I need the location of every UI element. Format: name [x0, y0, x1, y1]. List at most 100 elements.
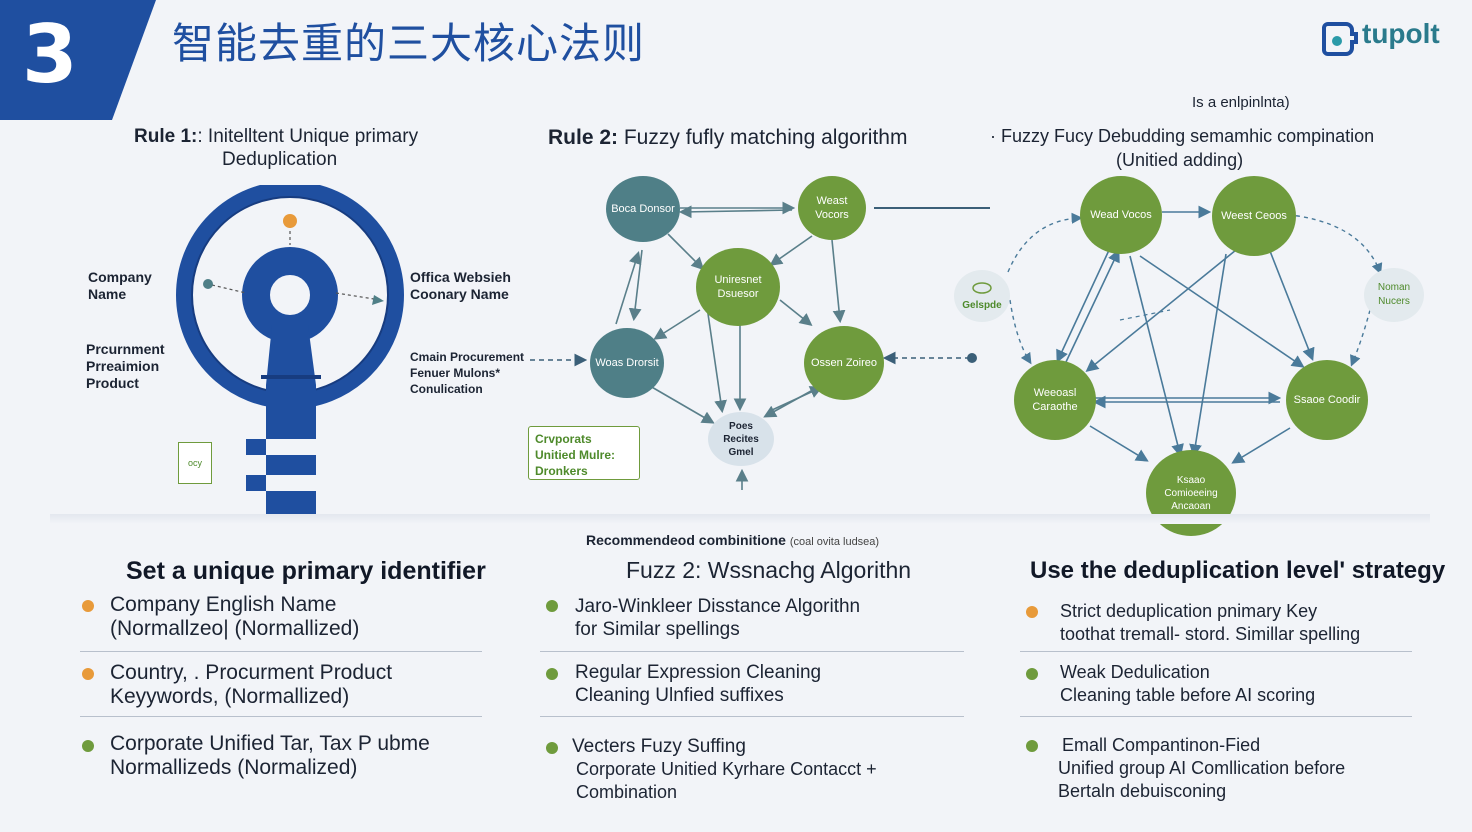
- recommended-label-text: Recommendeod combinitione: [586, 532, 786, 548]
- left-item-3-line1: Corporate Unified Tar, Tax P ubme: [110, 732, 430, 755]
- left-item-3-line2: Normallizeds (Normalized): [110, 756, 358, 779]
- bullet-green: [1026, 668, 1038, 680]
- divider-band: [50, 514, 1430, 524]
- rule3-subtext: (Unitied adding): [1116, 150, 1244, 170]
- network3-side-right: Noman Nucers: [1364, 268, 1424, 322]
- middle-item-2-line2: Cleaning Ulnfied suffixes: [575, 685, 784, 706]
- section-left-title: Set a unique primary identifier: [126, 557, 486, 585]
- network2-node-5: Ossen Zoireo: [804, 326, 884, 400]
- label-company-name-line1: Company: [88, 269, 152, 285]
- section-right-title: Use the deduplication level' strategy: [1030, 557, 1446, 584]
- network3-node-2: Weest Ceoos: [1212, 176, 1296, 256]
- right-item-3-line3: Bertaln debuisconing: [1058, 781, 1227, 801]
- middle-item-2-line1: Regular Expression Cleaning: [575, 662, 822, 683]
- brand-logo: tupolt: [1322, 14, 1452, 58]
- right-item-1-line1: Strict deduplication pnimary Key: [1060, 601, 1318, 621]
- document-icon: ocy: [178, 442, 212, 484]
- note-line3: Dronkers: [535, 464, 588, 478]
- label-email-line3: Conulication: [410, 382, 483, 396]
- label-official-website-line1: Offica Websieh: [410, 269, 511, 285]
- right-item-1-line2: toothat tremall- stord. Simillar spellin…: [1060, 624, 1361, 644]
- rule2-heading: Rule 2: Fuzzy fufly matching algorithm: [548, 126, 907, 150]
- rule2-text: Fuzzy fufly matching algorithm: [623, 126, 908, 149]
- label-official-website-line2: Coonary Name: [410, 286, 509, 302]
- divider: [540, 651, 964, 652]
- network2-node-3: Uniresnet Dsuesor: [696, 248, 780, 326]
- note-line1: Crvporats: [535, 432, 592, 446]
- document-icon-label: ocy: [187, 458, 202, 468]
- network3-side-right-line2: Nucers: [1378, 296, 1410, 307]
- right-item-3-line2: Unified group AI Comllication before: [1058, 758, 1346, 778]
- key-illustration: [176, 185, 404, 515]
- recommended-label-small: (coal ovita ludsea): [789, 536, 880, 548]
- rule3-heading: · Fuzzy Fucy Debudding semamhic compinat…: [990, 126, 1375, 146]
- left-item-1-line2: (Normallzeo| (Normallized): [110, 617, 360, 640]
- recommended-label: Recommendeod combinitione (coal ovita lu…: [586, 532, 879, 548]
- divider: [1020, 716, 1412, 717]
- network3-side-left-label: Gelspde: [962, 299, 1002, 311]
- middle-item-1: Jaro-Winkleer Disstance Algorithn for Si…: [575, 595, 860, 641]
- label-email-line1: Cmain Procurement: [410, 350, 525, 364]
- logo-icon: [1322, 22, 1358, 56]
- divider: [1020, 651, 1412, 652]
- right-item-3: Emall Compantinon-Fied Unified group AI …: [1058, 734, 1345, 803]
- middle-item-3: Vecters Fuzy Suffing Corporate Unitied K…: [572, 735, 877, 804]
- right-item-3-line1: Emall Compantinon-Fied: [1062, 735, 1261, 755]
- network3-node-4: Ssaoe Coodir: [1286, 360, 1368, 440]
- logo-text: tupolt: [1362, 18, 1440, 49]
- middle-item-2: Regular Expression Cleaning Cleaning Uln…: [575, 661, 821, 707]
- network2-edges: [530, 201, 990, 490]
- label-email-line2: Fenuer Mulons*: [410, 366, 501, 380]
- bullet-green: [1026, 740, 1038, 752]
- bullet-orange: [82, 668, 94, 680]
- top-note: Is a enlpinlnta): [1192, 94, 1290, 111]
- right-item-2-line2: Cleaning table before AI scoring: [1060, 685, 1316, 705]
- left-item-2-line2: Keyywords, (Normallized): [110, 685, 350, 708]
- network3-node-1: Wead Vocos: [1080, 176, 1162, 254]
- left-item-1: Company English Name (Normallzeo| (Norma…: [110, 593, 359, 641]
- bullet-green: [82, 740, 94, 752]
- rule1-heading: Rule 1:: Initelltent Unique primary: [134, 126, 418, 148]
- left-item-2-line1: Country, . Procurment Product: [110, 661, 393, 684]
- note-line2: Unitied Mulre:: [535, 448, 615, 462]
- middle-item-3-line1: Vecters Fuzy Suffing: [572, 736, 746, 757]
- section-number-banner: [0, 0, 156, 120]
- network2-note-box: Crvporats Unitied Mulre: Dronkers: [528, 426, 640, 480]
- right-item-1: Strict deduplication pnimary Key toothat…: [1060, 600, 1360, 646]
- label-procurement: Prcurnment Prreaimion Product: [86, 341, 165, 392]
- rule1-subtext: Deduplication: [222, 149, 338, 170]
- rule1-text: : Initelltent Unique primary: [197, 126, 419, 147]
- section-middle-title: Fuzz 2: Wssnachg Algorithn: [626, 557, 912, 583]
- label-company-name: Company Name: [88, 269, 152, 303]
- network3-edges: [1007, 205, 1383, 464]
- rule1-prefix: Rule 1:: [134, 126, 198, 147]
- right-item-2-line1: Weak Dedulication: [1060, 662, 1210, 682]
- label-company-name-line2: Name: [88, 286, 127, 302]
- network3-side-right-line1: Noman: [1377, 282, 1411, 293]
- network3-node-3: Weeoasl Caraothe: [1014, 360, 1096, 440]
- label-procurement-line2: Prreaimion: [86, 358, 160, 374]
- label-email-procurement: Cmain Procurement Fenuer Mulons* Conulic…: [410, 349, 524, 397]
- network2-node-6: Poes Recites Gmel: [708, 412, 774, 466]
- network3-side-left: Gelspde: [954, 270, 1010, 322]
- left-item-2: Country, . Procurment Product Keyywords,…: [110, 661, 392, 709]
- middle-item-1-line2: for Similar spellings: [575, 619, 740, 640]
- page-title: 智能去重的三大核心法则: [172, 19, 646, 68]
- label-official-website: Offica Websieh Coonary Name: [410, 269, 511, 303]
- bullet-green: [546, 742, 558, 754]
- bullet-green: [546, 600, 558, 612]
- bullet-orange: [82, 600, 94, 612]
- label-procurement-line3: Product: [86, 375, 139, 391]
- rule2-prefix: Rule 2:: [548, 126, 619, 149]
- cloud-icon: [972, 281, 992, 294]
- middle-item-3-line3: Combination: [576, 782, 678, 802]
- divider: [80, 651, 482, 652]
- bullet-green: [546, 668, 558, 680]
- middle-item-1-line1: Jaro-Winkleer Disstance Algorithn: [575, 596, 861, 617]
- divider: [80, 716, 482, 717]
- left-item-3: Corporate Unified Tar, Tax P ubme Normal…: [110, 732, 430, 780]
- network2-node-1: Boca Donsor: [606, 176, 680, 242]
- label-procurement-line1: Prcurnment: [86, 341, 165, 357]
- section-number: 3: [22, 8, 78, 101]
- bullet-orange: [1026, 606, 1038, 618]
